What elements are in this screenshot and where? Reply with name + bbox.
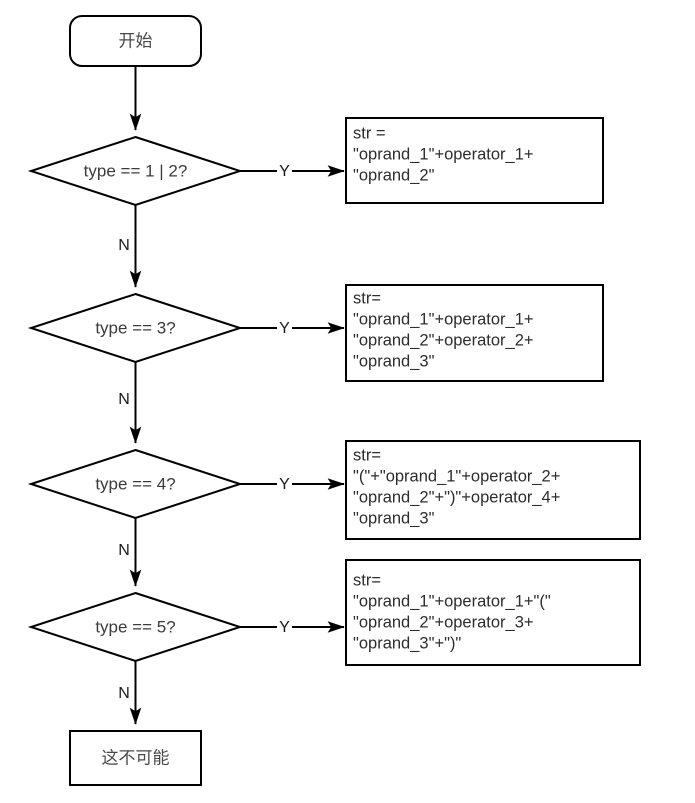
edge-label-no-3: N: [118, 542, 130, 559]
process-node-1-line-2: "oprand_1"+operator_1+: [353, 145, 534, 163]
edge-label-yes-2: Y: [279, 320, 290, 337]
connector-decision-4-no: N: [118, 661, 142, 725]
connector-decision-1-no: N: [118, 205, 142, 288]
start-node-label: 开始: [119, 31, 153, 50]
process-node-2-line-3: "oprand_2"+operator_2+: [353, 331, 534, 349]
end-node-label: 这不可能: [102, 748, 170, 767]
process-node-3-line-1: str=: [353, 446, 381, 464]
process-node-1[interactable]: str = "oprand_1"+operator_1+ "oprand_2": [345, 117, 604, 204]
process-node-2-line-4: "oprand_3": [353, 352, 435, 370]
connector-decision-1-yes: Y: [240, 163, 345, 180]
decision-node-2[interactable]: type == 3?: [27, 292, 244, 364]
connector-decision-2-yes: Y: [240, 320, 345, 337]
decision-node-1-label: type == 1 | 2?: [84, 161, 188, 180]
edge-label-yes-3: Y: [279, 476, 290, 493]
process-node-3-line-3: "oprand_2"+")"+operator_4+: [353, 488, 560, 506]
connector-decision-2-no: N: [118, 362, 142, 444]
decision-node-4[interactable]: type == 5?: [27, 591, 244, 663]
connector-decision-3-yes: Y: [240, 476, 345, 493]
process-node-1-line-1: str =: [353, 124, 386, 142]
decision-node-2-label: type == 3?: [95, 318, 175, 337]
process-node-3-line-4: "oprand_3": [353, 509, 435, 527]
process-node-4-line-4: "oprand_3"+")": [353, 634, 461, 652]
edge-label-no-1: N: [118, 237, 130, 254]
process-node-2-line-2: "oprand_1"+operator_1+: [353, 310, 534, 328]
process-node-1-line-3: "oprand_2": [353, 166, 435, 184]
edge-label-yes-1: Y: [279, 163, 290, 180]
connector-decision-3-no: N: [118, 518, 142, 587]
decision-node-3[interactable]: type == 4?: [27, 448, 244, 520]
decision-node-3-label: type == 4?: [95, 474, 175, 493]
edge-label-no-4: N: [118, 685, 130, 702]
end-node[interactable]: 这不可能: [69, 730, 202, 786]
process-node-2[interactable]: str= "oprand_1"+operator_1+ "oprand_2"+o…: [345, 284, 604, 382]
process-node-1-shape: [345, 117, 604, 204]
process-node-3[interactable]: str= "("+"oprand_1"+operator_2+ "oprand_…: [345, 440, 641, 540]
edge-label-yes-4: Y: [279, 619, 290, 636]
process-node-2-shape: [345, 284, 604, 382]
connector-decision-4-yes: Y: [240, 619, 345, 636]
decision-node-1[interactable]: type == 1 | 2?: [27, 135, 244, 207]
process-node-4-line-2: "oprand_1"+operator_1+"(": [353, 592, 551, 610]
process-node-3-shape: [345, 440, 641, 540]
end-node-shape: [69, 730, 202, 786]
process-node-2-line-1: str=: [353, 289, 381, 307]
edge-label-no-2: N: [118, 391, 130, 408]
decision-node-4-label: type == 5?: [95, 617, 175, 636]
process-node-4[interactable]: str= "oprand_1"+operator_1+"(" "oprand_2…: [345, 559, 641, 666]
start-node[interactable]: 开始: [69, 15, 202, 67]
process-node-4-line-3: "oprand_2"+operator_3+: [353, 613, 534, 631]
process-node-3-line-2: "("+"oprand_1"+operator_2+: [353, 467, 560, 485]
process-node-4-shape: [345, 559, 641, 666]
process-node-4-line-1: str=: [353, 571, 381, 589]
